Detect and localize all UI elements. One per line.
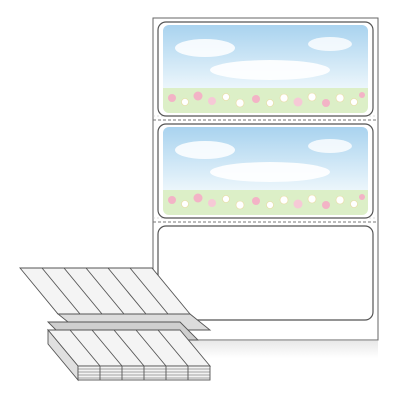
sky-meadow-illustration-icon [163, 127, 368, 215]
fanfold-stack-icon [19, 267, 212, 382]
printed-label-1 [157, 21, 374, 117]
printed-label-2 [157, 123, 374, 219]
sheet-reflection [153, 340, 378, 358]
sky-meadow-illustration-icon [163, 25, 368, 113]
blank-label [157, 225, 374, 321]
